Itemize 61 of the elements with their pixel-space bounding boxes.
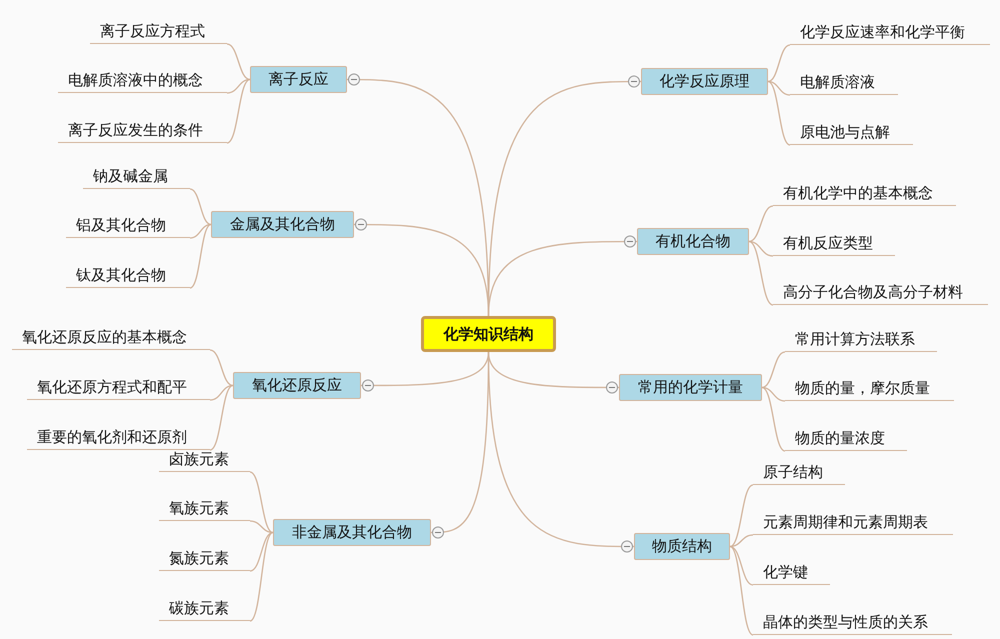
subtopic-label: 电解质溶液	[790, 71, 898, 95]
topic-box: 非金属及其化合物	[273, 519, 431, 546]
topic-box: 化学反应原理	[641, 68, 768, 95]
connector-line	[730, 484, 754, 548]
connector-line	[250, 520, 274, 534]
connector-line	[190, 224, 212, 289]
subtopic-label: 钛及其化合物	[66, 264, 190, 288]
subtopic-label: 有机反应类型	[773, 232, 895, 256]
subtopic-label: 铝及其化合物	[66, 214, 190, 238]
connector-line	[210, 349, 234, 386]
subtopic-label: 物质的量，摩尔质量	[785, 377, 954, 401]
subtopic-label: 离子反应方程式	[90, 20, 227, 44]
connector-line	[250, 532, 274, 622]
subtopic-label: 原电池与点解	[790, 121, 913, 145]
connector-line	[762, 386, 786, 402]
connector-line	[226, 43, 250, 80]
subtopic-label: 化学键	[753, 561, 830, 585]
subtopic-label: 氧化还原反应的基本概念	[12, 326, 210, 350]
connector-line	[748, 240, 774, 306]
connector-line	[210, 384, 234, 401]
subtopic-label: 离子反应发生的条件	[58, 119, 227, 143]
subtopic-label: 钠及碱金属	[83, 165, 190, 189]
subtopic-label: 重要的氧化剂和还原剂	[27, 426, 210, 450]
connector-line	[748, 205, 774, 242]
connector-line	[210, 384, 234, 451]
topic-box: 有机化合物	[637, 228, 749, 255]
subtopic-label: 卤族元素	[159, 448, 250, 472]
subtopic-label: 晶体的类型与性质的关系	[753, 611, 952, 635]
topic-box: 物质结构	[634, 533, 730, 560]
connector-line	[190, 188, 212, 226]
connector-line	[762, 386, 786, 452]
connector-line	[730, 546, 754, 586]
subtopic-label: 氧族元素	[159, 497, 250, 521]
connector-line	[250, 471, 274, 534]
connector-line	[768, 44, 790, 82]
connector-line	[768, 80, 790, 146]
subtopic-label: 氮族元素	[159, 547, 250, 571]
connector-line	[226, 78, 250, 94]
connector-line	[730, 534, 754, 548]
connector-line	[748, 240, 774, 257]
subtopic-label: 碳族元素	[159, 597, 250, 621]
subtopic-label: 常用计算方法联系	[785, 328, 937, 352]
connector-line	[730, 546, 754, 636]
subtopic-label: 氧化还原方程式和配平	[27, 376, 210, 400]
connector-line	[762, 351, 786, 388]
connector-line	[226, 78, 250, 144]
connector-line	[190, 224, 212, 239]
central-topic-box: 化学知识结构	[421, 316, 556, 352]
connector-line	[250, 532, 274, 572]
subtopic-label: 化学反应速率和化学平衡	[790, 21, 990, 45]
topic-box: 常用的化学计量	[619, 374, 762, 401]
topic-box: 金属及其化合物	[211, 211, 354, 238]
subtopic-label: 电解质溶液中的概念	[58, 69, 227, 93]
subtopic-label: 物质的量浓度	[785, 427, 907, 451]
topic-box: 离子反应	[250, 66, 347, 93]
subtopic-label: 元素周期律和元素周期表	[753, 511, 953, 535]
connector-line	[768, 80, 790, 96]
subtopic-label: 高分子化合物及高分子材料	[773, 281, 988, 305]
topic-box: 氧化还原反应	[233, 372, 361, 399]
subtopic-label: 有机化学中的基本概念	[773, 182, 956, 206]
subtopic-label: 原子结构	[753, 461, 845, 485]
